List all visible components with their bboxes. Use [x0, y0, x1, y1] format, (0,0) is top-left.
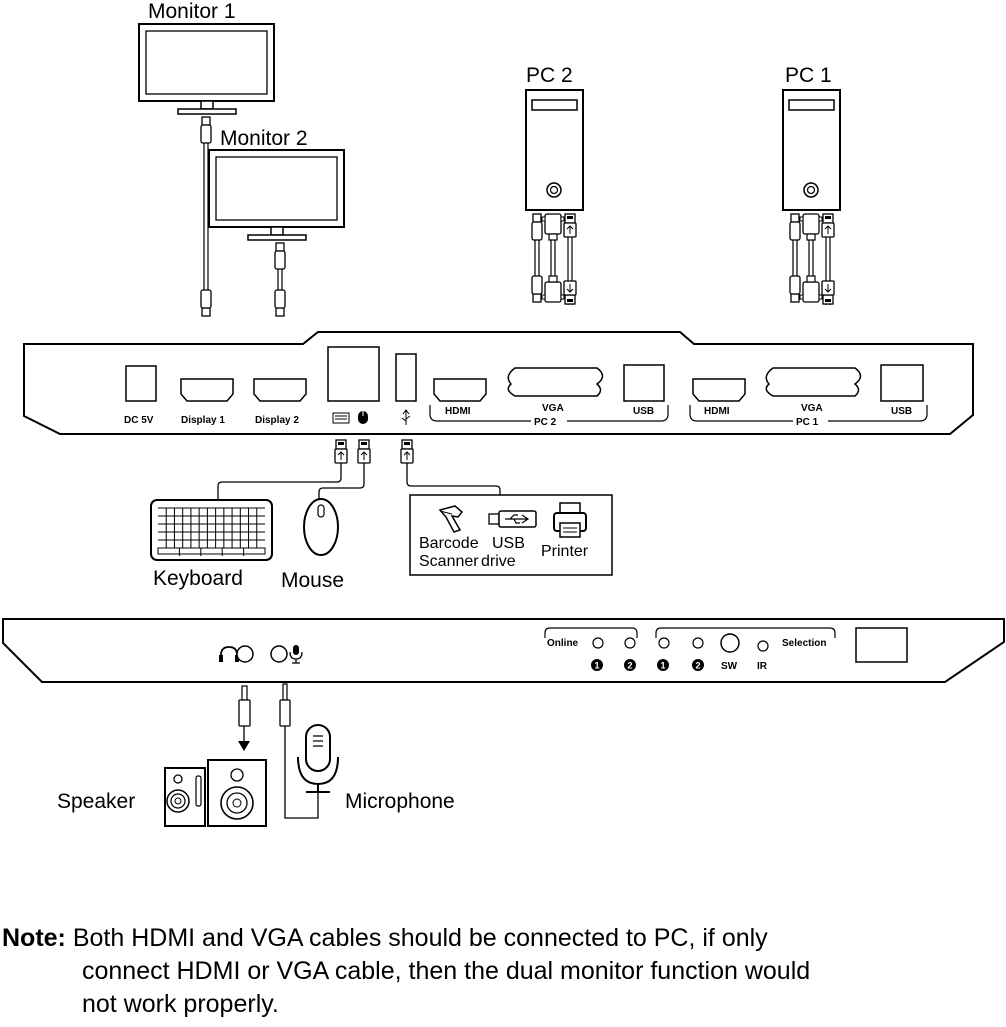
barcode-label-line1: Barcode — [419, 535, 479, 552]
pc-1-hdmi-port — [692, 378, 746, 402]
selection-led-1 — [658, 637, 670, 649]
mouse-icon — [358, 411, 368, 424]
pc-2-hdmi-port — [433, 378, 487, 402]
usb-drive-label-line1: USB — [492, 535, 525, 552]
display-1-port — [180, 378, 234, 402]
rear-panel: DC 5V Display 1 Display 2 HDMI VGA USB P… — [23, 331, 974, 435]
keyboard: Keyboard — [150, 499, 273, 590]
note-label: Note: — [2, 924, 66, 952]
selection-label: Selection — [782, 638, 826, 649]
pc-1-label: PC 1 — [785, 64, 832, 87]
pc-2-label: PC 2 — [526, 64, 573, 87]
pc-2-cables — [531, 213, 577, 305]
pc-1-hdmi-label: HDMI — [704, 406, 730, 417]
note-line-1: Both HDMI and VGA cables should be conne… — [72, 924, 768, 952]
usb-icon — [401, 409, 411, 425]
pc-1-group-label: PC 1 — [796, 417, 819, 428]
keyboard-icon — [332, 412, 350, 424]
pc-1-vga-port — [765, 367, 862, 397]
printer-label: Printer — [541, 543, 589, 560]
pc-2-group-label: PC 2 — [534, 417, 557, 428]
sw-label: SW — [721, 661, 738, 672]
pc-1-cables — [789, 213, 835, 305]
note-line-2: connect HDMI or VGA cable, then the dual… — [82, 957, 811, 985]
pc-1-usb-port — [880, 364, 924, 402]
note-line-3: not work properly. — [82, 990, 279, 1018]
selection-num-1: 1 — [660, 661, 665, 671]
online-num-2: 2 — [627, 661, 632, 671]
rear-usb-cables — [217, 439, 501, 503]
barcode-scanner-icon — [438, 505, 464, 533]
mouse: Mouse — [281, 498, 344, 592]
display-1-label: Display 1 — [181, 415, 225, 426]
dc-port — [125, 365, 157, 402]
keyboard-mouse-usb-port — [327, 346, 380, 402]
microphone-small-icon — [289, 645, 303, 664]
pc-1-usb-label: USB — [891, 406, 912, 417]
dc-label: DC 5V — [124, 415, 154, 426]
pc-2-vga-label: VGA — [542, 403, 564, 414]
usb-peripherals-box: Barcode Scanner USB drive Printer — [409, 494, 613, 576]
front-display-window — [855, 627, 908, 663]
speaker-cable — [238, 685, 251, 751]
pc-1: PC 1 — [782, 64, 841, 211]
microphone-jack — [270, 645, 288, 663]
mouse-label: Mouse — [281, 569, 344, 592]
keyboard-label: Keyboard — [153, 567, 243, 590]
monitor-2: Monitor 2 — [208, 127, 345, 241]
microphone-cable — [279, 683, 319, 819]
barcode-label-line2: Scanner — [419, 553, 479, 570]
pc-2-usb-label: USB — [633, 406, 654, 417]
headphone-jack — [236, 645, 254, 663]
selection-led-2 — [692, 637, 704, 649]
microphone: Microphone — [297, 724, 455, 813]
front-panel: Online 1 2 Selection 1 2 SW IR — [2, 618, 1005, 683]
online-num-1: 1 — [594, 661, 599, 671]
monitor-1-label: Monitor 1 — [148, 0, 236, 23]
microphone-label: Microphone — [345, 790, 455, 813]
pc-2-usb-port — [623, 364, 665, 402]
speaker-label: Speaker — [57, 790, 135, 813]
pc-1-vga-label: VGA — [801, 403, 823, 414]
usb-port — [395, 353, 417, 402]
pc-2: PC 2 — [525, 64, 584, 211]
speaker: Speaker — [57, 759, 267, 827]
pc-2-vga-port — [507, 367, 604, 397]
display-2-label: Display 2 — [255, 415, 299, 426]
online-led-1 — [592, 637, 604, 649]
ir-receiver — [757, 640, 769, 652]
printer-icon — [553, 502, 587, 538]
sw-button[interactable] — [720, 633, 740, 653]
monitor-1: Monitor 1 — [138, 0, 275, 115]
note: Note: Both HDMI and VGA cables should be… — [2, 922, 1002, 1021]
online-label: Online — [547, 638, 579, 649]
monitor-2-label: Monitor 2 — [220, 127, 308, 150]
selection-num-2: 2 — [695, 661, 700, 671]
ir-label: IR — [757, 661, 768, 672]
display-2-port — [253, 378, 307, 402]
pc-2-hdmi-label: HDMI — [445, 406, 471, 417]
usb-drive-icon — [488, 510, 537, 528]
online-led-2 — [624, 637, 636, 649]
monitor-2-cable — [274, 242, 286, 317]
usb-drive-label-line2: drive — [481, 553, 516, 570]
